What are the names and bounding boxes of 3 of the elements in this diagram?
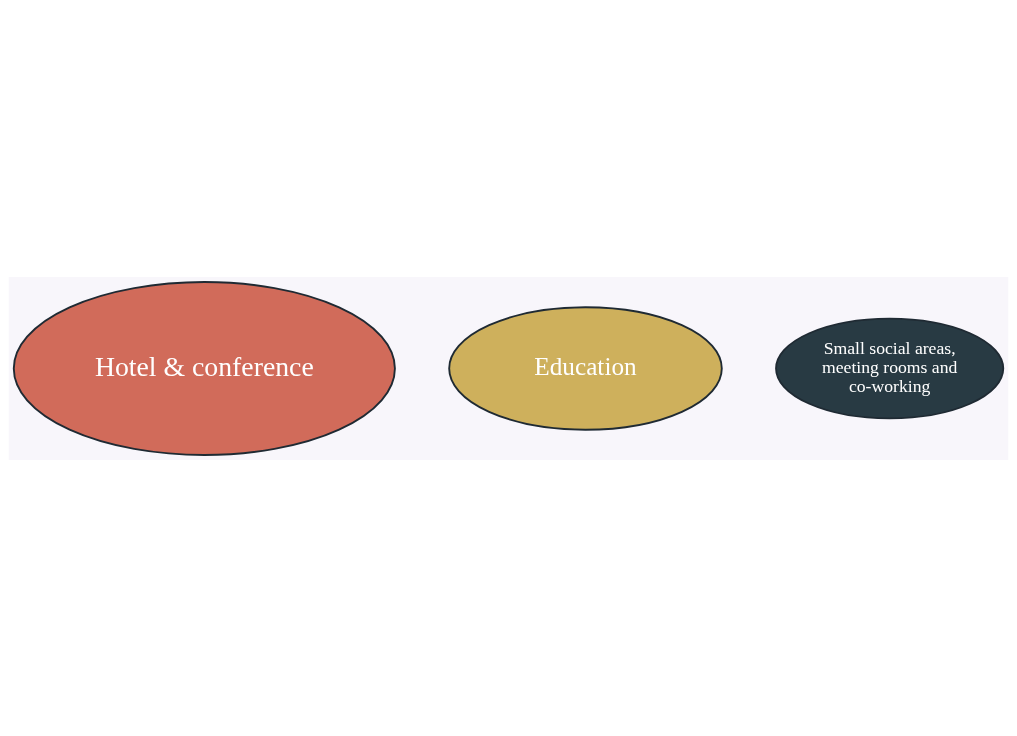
node-ellipse: Education [448,305,723,431]
node-ellipse: Small social areas, meeting rooms and co-working [775,317,1005,419]
node-ellipse: Hotel & conference [12,280,396,456]
